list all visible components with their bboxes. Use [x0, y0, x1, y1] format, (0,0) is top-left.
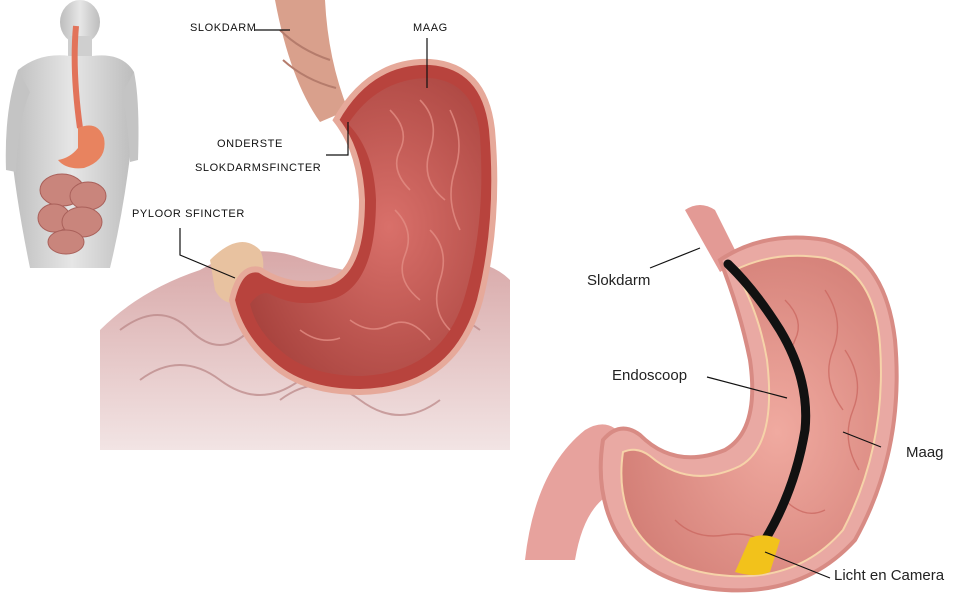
endoscopy-illustration	[525, 200, 973, 598]
label-licht-en-camera: Licht en Camera	[834, 567, 944, 584]
label-maag-caps: MAAG	[413, 22, 448, 34]
stomach-anatomy-diagram	[100, 0, 520, 460]
leader-slokdarm-lower	[650, 248, 700, 268]
label-slokdarmsfincter: SLOKDARMSFINCTER	[195, 162, 321, 174]
label-slokdarm-caps: SLOKDARM	[190, 22, 257, 34]
endoscopy-diagram	[525, 200, 973, 598]
label-endoscoop: Endoscoop	[612, 367, 687, 384]
label-onderste: ONDERSTE	[217, 138, 283, 150]
stomach-anatomy-illustration	[100, 0, 520, 460]
label-slokdarm: Slokdarm	[587, 272, 650, 289]
label-maag: Maag	[906, 444, 944, 461]
label-pyloor-sfincter: PYLOOR SFINCTER	[132, 208, 245, 220]
